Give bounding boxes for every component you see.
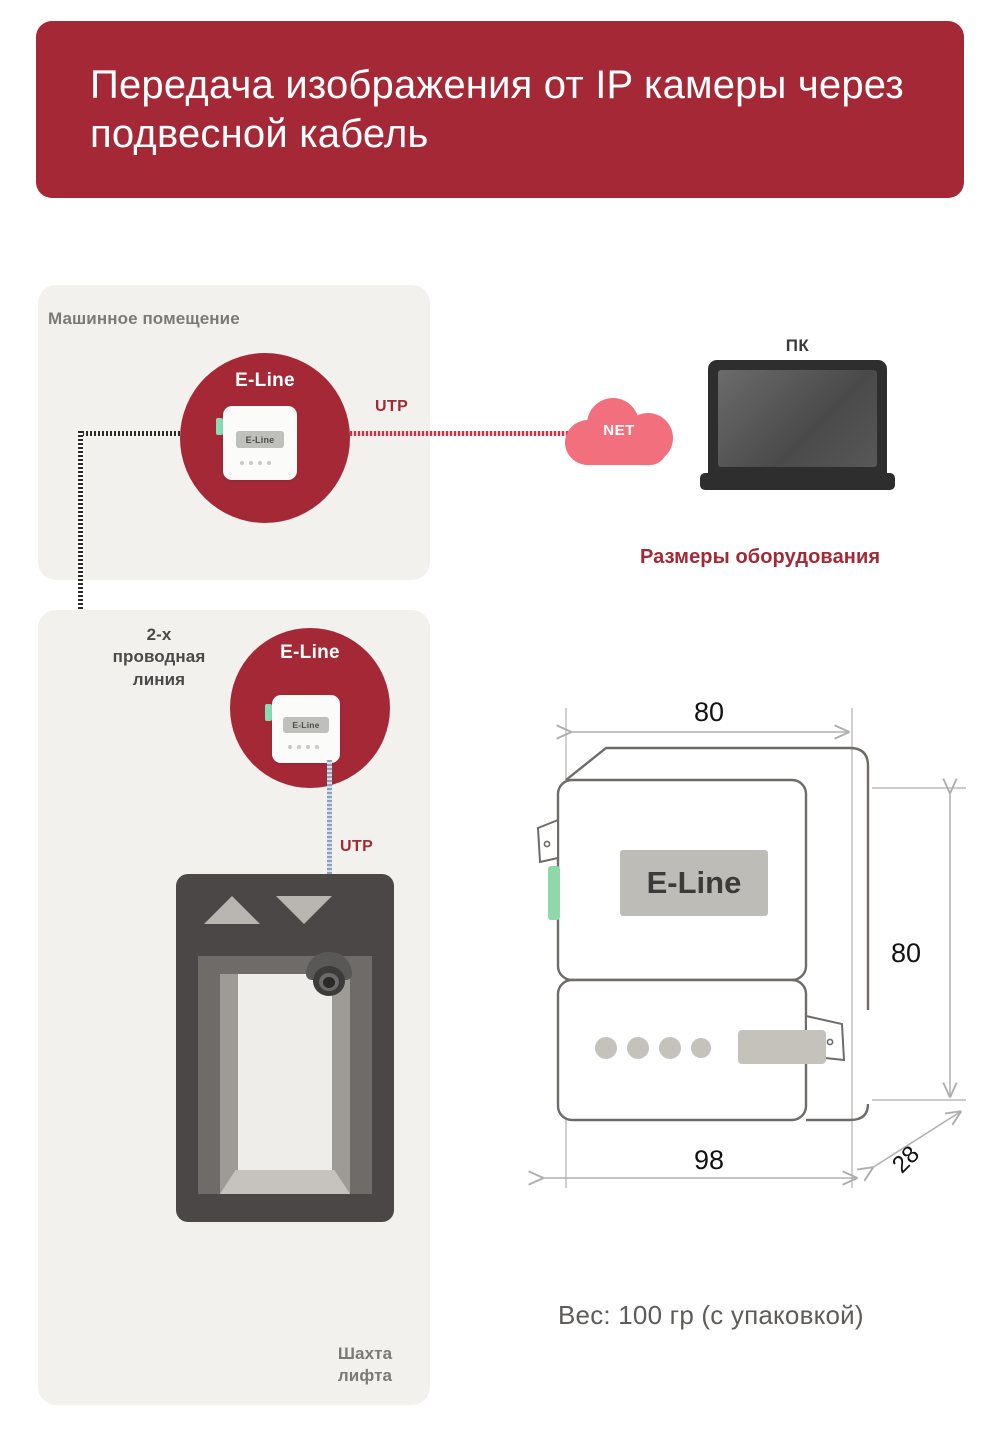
elevator-cabin [176, 874, 394, 1222]
laptop-lid [708, 360, 887, 477]
utp-label-bottom: UTP [340, 838, 374, 855]
weight-text: Вес: 100 гр (с упаковкой) [558, 1300, 864, 1330]
utp-cable-to-camera [327, 760, 332, 975]
arrow-down-icon [276, 896, 332, 924]
utp-cable-to-network [342, 431, 590, 436]
two-wire-cable-horizontal-top [78, 431, 198, 436]
label-elevator-shaft: Шахта лифта [337, 1344, 393, 1386]
device-led-dots-bottom [288, 745, 319, 749]
page-title: Передача изображения от IP камеры через … [90, 62, 904, 156]
device-green-tab-top [216, 418, 223, 435]
device-green-tab-bottom [265, 704, 272, 721]
elevator-door-opening [238, 974, 332, 1170]
utp-label-top: UTP [375, 398, 409, 415]
elevator-door-frame [198, 956, 372, 1194]
network-cloud-label: NET [603, 422, 635, 439]
title-banner: Передача изображения от IP камеры через … [36, 21, 964, 198]
device-dimensions-drawing: E-Line [520, 708, 966, 1188]
pc-label: ПК [785, 336, 810, 355]
dimension-bottom-width: 98 [694, 1145, 725, 1175]
laptop-icon [700, 360, 895, 495]
circle-title-top: E-Line [235, 370, 295, 391]
label-machine-room: Машинное помещение [48, 309, 240, 328]
elevator-floor [220, 1170, 350, 1194]
elevator-door-inner [220, 974, 350, 1194]
network-cloud: NET [565, 398, 673, 465]
eline-device-bottom: E-Line [272, 695, 340, 763]
label-two-wire-line: 2-х проводная линия [112, 625, 206, 689]
ip-camera-icon [306, 952, 352, 996]
dimensions-device-badge: E-Line [647, 865, 742, 900]
dimensions-heading: Размеры оборудования [640, 546, 881, 568]
circle-title-bottom: E-Line [280, 642, 340, 663]
laptop-base [700, 473, 895, 490]
dimension-top-width: 80 [694, 697, 725, 727]
eline-device-top: E-Line [223, 406, 297, 480]
dimension-right-height: 80 [891, 938, 922, 968]
device-badge-bottom: E-Line [283, 717, 329, 733]
device-badge-top: E-Line [236, 431, 284, 448]
laptop-screen [718, 370, 877, 467]
arrow-up-icon [204, 896, 260, 924]
device-led-dots-top [240, 461, 271, 465]
